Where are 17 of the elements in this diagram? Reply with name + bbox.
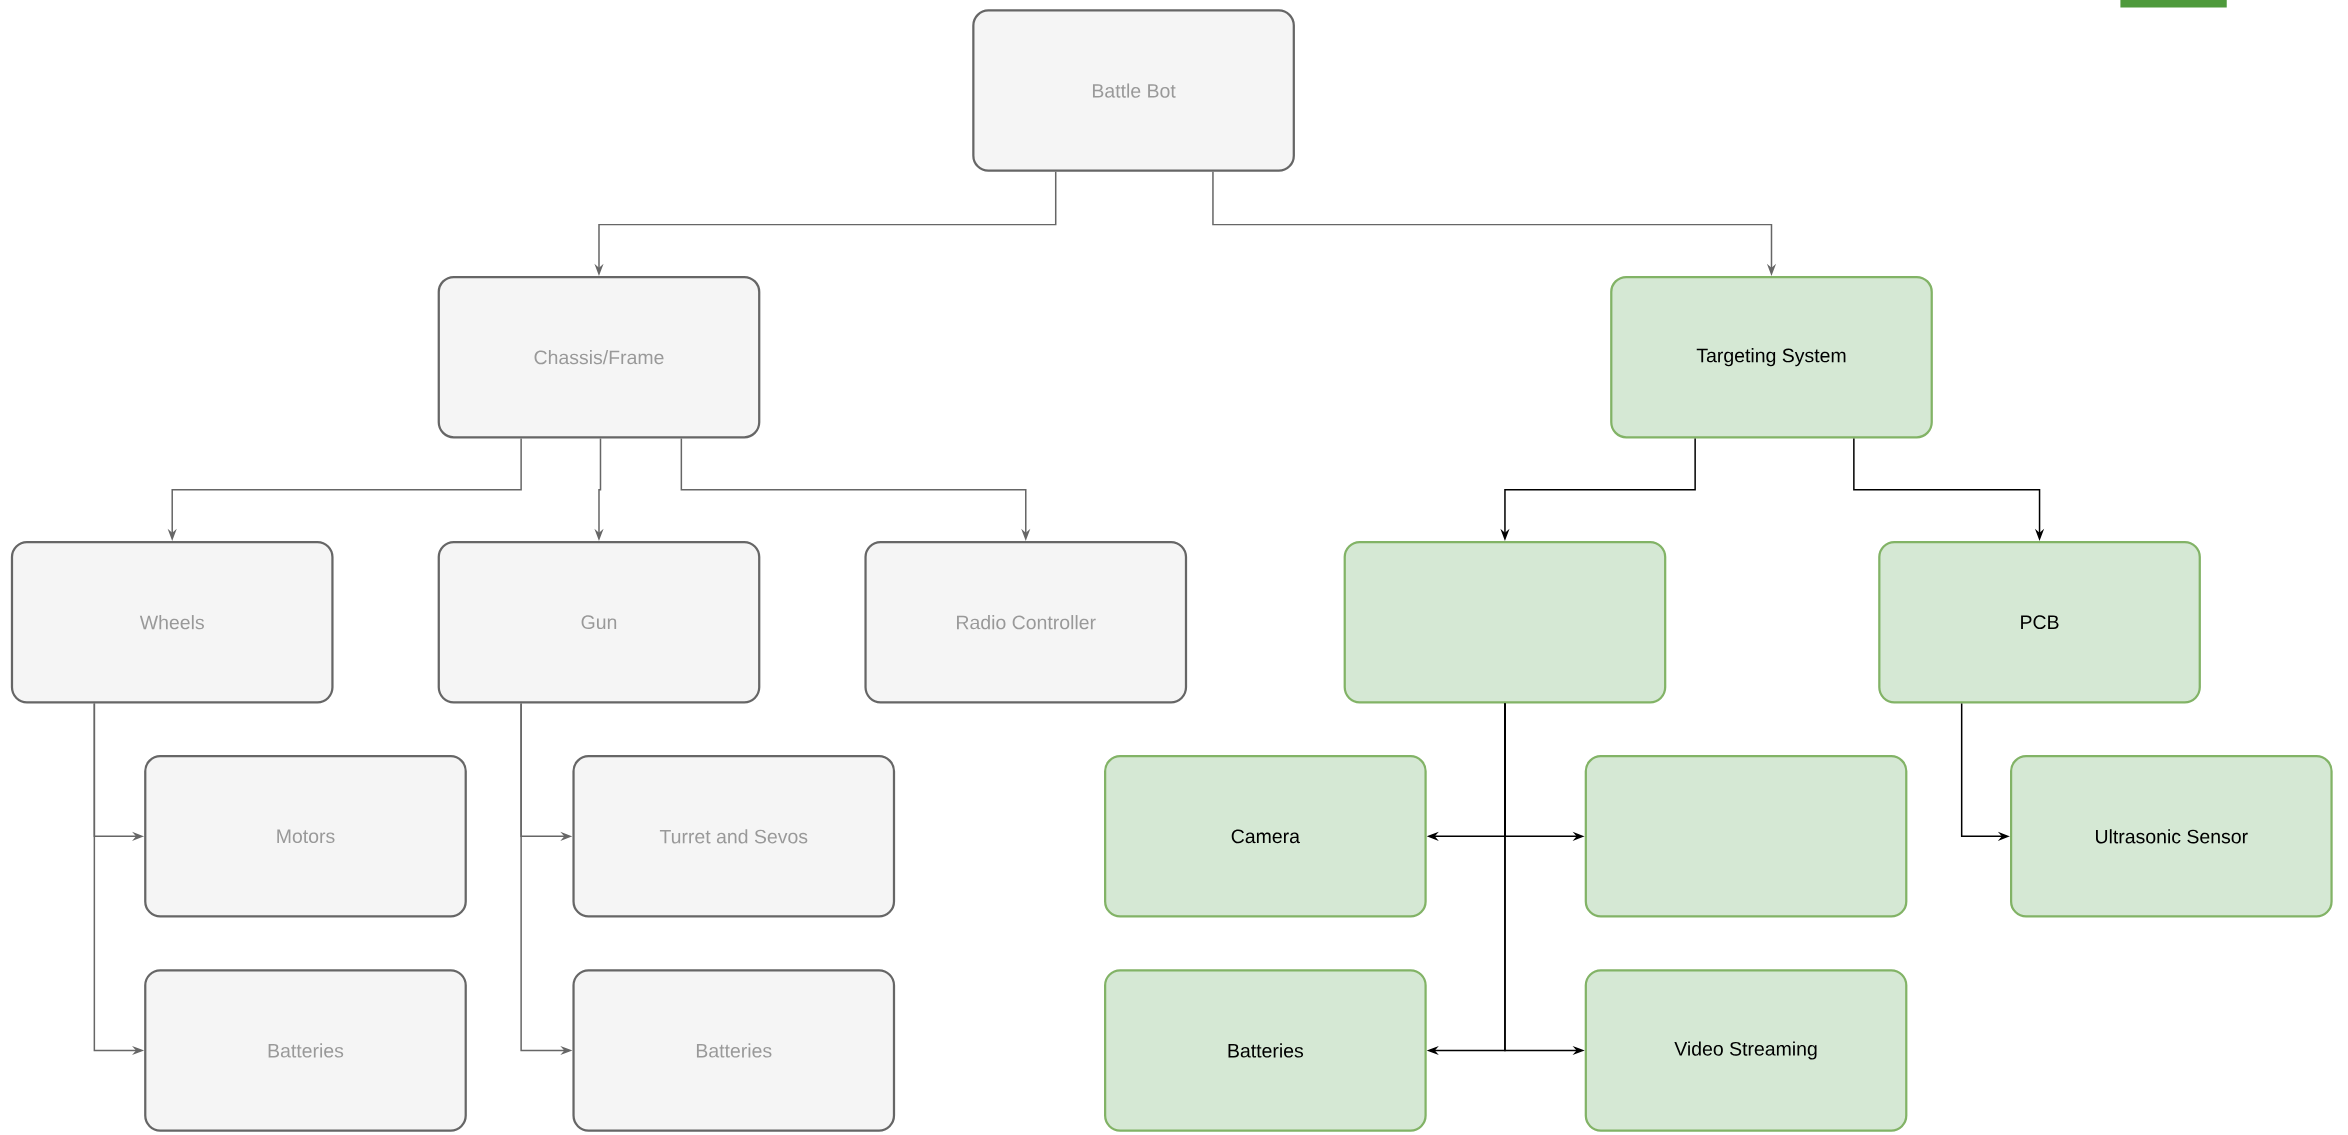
process-box: Video Streaming	[1584, 969, 1908, 1132]
process-box: Camera	[1104, 755, 1427, 918]
process-box: Gun	[437, 540, 761, 704]
process-box: Targeting System	[1610, 275, 1933, 439]
process-box	[1584, 755, 1908, 918]
process-box: Radio Controller	[864, 540, 1188, 704]
process-box: Ultrasonic Sensor	[2009, 755, 2333, 918]
process-box: Chassis/Frame	[437, 275, 761, 439]
process-box	[1343, 540, 1667, 704]
process-box: Turret and Sevos	[572, 755, 896, 918]
process-box: Motors	[144, 755, 467, 918]
process-box: Batteries	[1104, 969, 1427, 1132]
process-box: Wheels	[10, 540, 334, 704]
process-box: Batteries	[144, 969, 467, 1132]
process-box: Battle Bot	[972, 9, 1295, 172]
process-box: PCB	[1878, 540, 2201, 704]
process-box: Batteries	[572, 969, 896, 1132]
